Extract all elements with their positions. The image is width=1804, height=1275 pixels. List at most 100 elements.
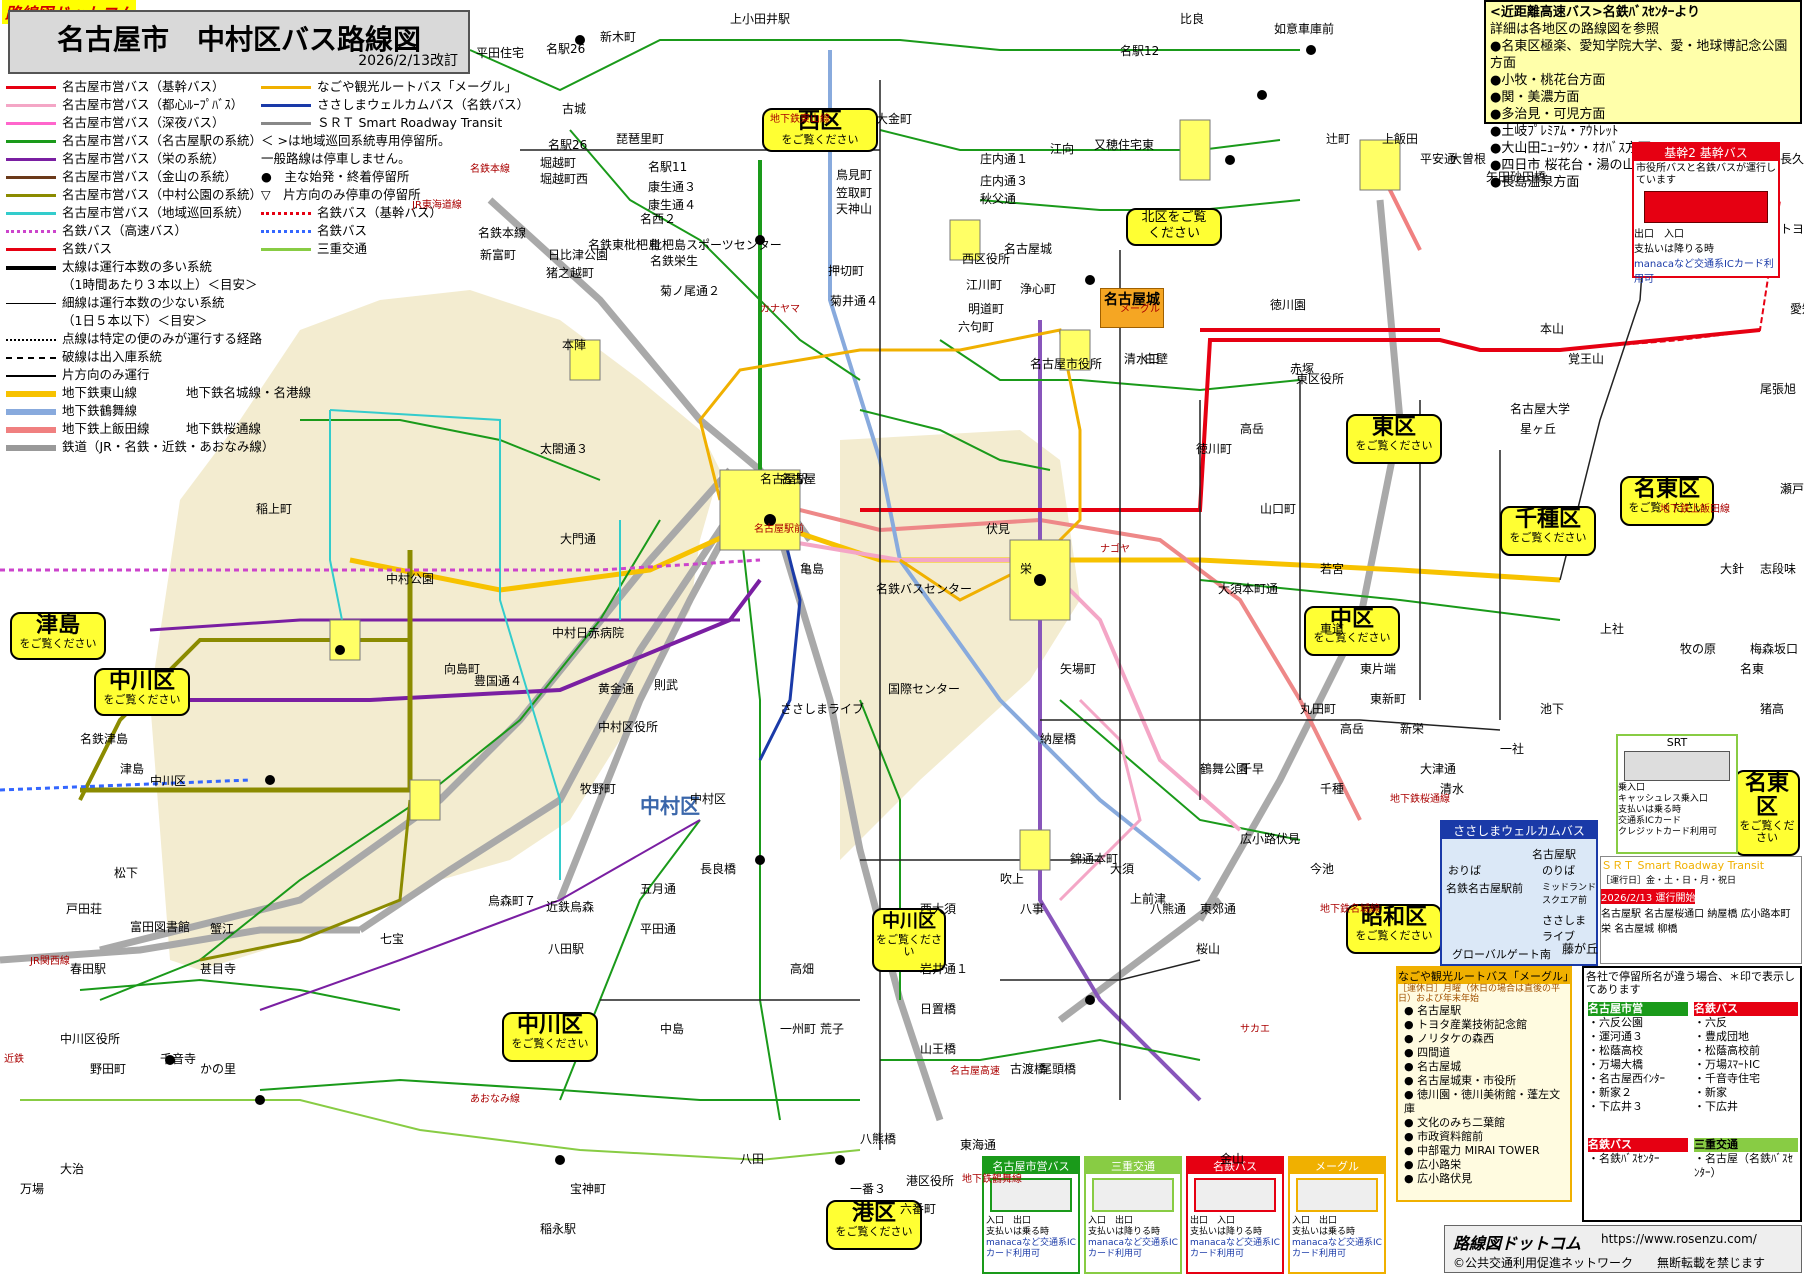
kikan-line2: 出口 入口 xyxy=(1634,229,1684,240)
bus-stop-label: 稲上町 xyxy=(256,502,293,516)
bus-stop-label: 平田住宅 xyxy=(476,46,525,60)
legend-swatch xyxy=(6,408,56,415)
ward-naka[interactable]: 中区をご覧ください xyxy=(1304,606,1400,656)
alias-item: ・名古屋西ｲﾝﾀｰ xyxy=(1588,1072,1665,1085)
srt-info-box: ＳＲＴ Smart Roadway Transit ［運行日］金・土・日・月・祝… xyxy=(1600,856,1802,964)
bus-stop-label: 八事 xyxy=(1020,902,1045,916)
nakamura-ward-area xyxy=(150,290,720,970)
bus-stop-label: 広小路伏見 xyxy=(1240,832,1301,846)
bus-stop-label: 上小田井駅 xyxy=(730,12,791,26)
bus-stop-label: 一番３ xyxy=(850,1182,887,1196)
legend-swatch xyxy=(6,104,56,107)
sasashima-route xyxy=(758,519,802,761)
ward-sub: をご覧ください xyxy=(1509,531,1587,544)
bus-stop-label: 新富町 xyxy=(480,248,517,262)
ward-nakagawa-2[interactable]: 中川区をご覧ください xyxy=(872,908,946,972)
meguru-stop: ● 徳川園・徳川美術館・蓬左文庫 xyxy=(1404,1088,1561,1115)
alias-item: ・万場ｽﾏｰﾄIC xyxy=(1694,1058,1760,1071)
legend-label: 三重交通 xyxy=(317,241,368,256)
bus-stop-label: 猪高 xyxy=(1760,702,1785,716)
aliases-col4-list: ・名古屋（名鉄ﾊﾞｽｾﾝﾀｰ） xyxy=(1694,1152,1798,1180)
legend-row: 名古屋市営バス（基幹バス）なごや観光ルートバス「メーグル」 xyxy=(6,78,526,96)
bus-stop-label: かの里 xyxy=(200,1062,237,1076)
legend-label: 名古屋市営バス（都心ﾙｰﾌﾟﾊﾞｽ） xyxy=(62,97,244,112)
ward-sub: をご覧ください xyxy=(876,933,942,958)
bus-stop-label: 堀越町西 xyxy=(540,172,589,186)
meguru-stop: ● トヨタ産業技術記念館 xyxy=(1404,1018,1528,1031)
meguru-stops: ● 名古屋駅● トヨタ産業技術記念館● ノリタケの森西● 四間道● 名古屋城● … xyxy=(1398,1004,1570,1186)
bus-stop-label: 東新町 xyxy=(1370,692,1407,706)
alias-item: ・豊成団地 xyxy=(1694,1030,1749,1043)
meijo-line xyxy=(1038,320,1202,1102)
meguru-stop: ● ノリタケの森西 xyxy=(1404,1032,1495,1045)
highway-header: <近距離高速バス>名鉄ﾊﾞｽｾﾝﾀｰより xyxy=(1490,5,1701,20)
legend-swatch xyxy=(6,158,56,161)
bus-stop-label: 笠取町 xyxy=(836,186,873,200)
bus-type-line: 入口 出口 xyxy=(986,1216,1032,1226)
legend-item: ● 主な始発・終着停留所 xyxy=(261,168,409,186)
legend-label: 一般路線は停車しません。 xyxy=(261,151,411,166)
bus-stop-label: 東区役所 xyxy=(1296,372,1345,386)
aliases-box: 各社で停留所名が違う場合、＊印で表示してあります 名古屋市営 ・六反公園・運河通… xyxy=(1582,966,1802,1222)
legend-swatch xyxy=(261,122,311,125)
bus-stop-label: 六句町 xyxy=(958,320,995,334)
ward-nishi[interactable]: 西区をご覧ください xyxy=(762,108,878,152)
bus-stop-label: 平田通 xyxy=(640,922,677,936)
bus-stop-label: 康生通４ xyxy=(648,198,697,212)
bus-stop-label: ささしまライブ xyxy=(780,702,865,716)
legend-note-row: （1日５本以下）＜目安＞ xyxy=(6,312,526,330)
bus-stop-label: 中川区 xyxy=(150,774,187,788)
bus-type-line: 支払いは降りる時 xyxy=(1190,1227,1263,1237)
aliases-col1-list: ・六反公園・運河通３・松蔭高校・万場大橋・名古屋西ｲﾝﾀｰ・新家２・下広井３ xyxy=(1588,1016,1688,1114)
aliases-col1: 名古屋市営 ・六反公園・運河通３・松蔭高校・万場大橋・名古屋西ｲﾝﾀｰ・新家２・… xyxy=(1588,1002,1688,1114)
legend-label: 名古屋市営バス（名古屋駅の系統） xyxy=(62,133,263,148)
alias-item: ・名古屋（名鉄ﾊﾞｽｾﾝﾀｰ） xyxy=(1694,1152,1793,1179)
bus-stop-label: 日置橋 xyxy=(920,1002,957,1016)
ward-higashi[interactable]: 東区をご覧ください xyxy=(1346,414,1442,464)
bus-stop-label: 浄心町 xyxy=(1020,282,1057,296)
bus-stop-label: 錦通本町 xyxy=(1070,852,1119,866)
ward-nakagawa-1[interactable]: 中川区をご覧ください xyxy=(94,668,190,716)
bus-stop-label: 八熊通 xyxy=(1150,902,1187,916)
legend-item: ＜ >は地域巡回系統専用停留所。 xyxy=(261,132,450,150)
legend-swatch xyxy=(261,104,311,107)
ward-tsushima[interactable]: 津島をご覧ください xyxy=(10,612,106,660)
legend-swatch xyxy=(6,194,56,197)
bus-type-line: 支払いは乗る時 xyxy=(986,1227,1050,1237)
ward-name: 中川区 xyxy=(108,669,175,694)
ward-sub: をご覧ください xyxy=(835,1225,913,1238)
highway-items: ●名東区極楽、愛知学院大学、愛・地球博記念公園方面●小牧・桃花台方面●関・美濃方… xyxy=(1490,38,1796,191)
ward-minato[interactable]: 港区をご覧ください xyxy=(826,1200,922,1250)
kikan-line4: manacaなど交通系ICカード利用可 xyxy=(1634,259,1774,285)
bus-stop-label: 砂田橋 xyxy=(1510,170,1547,184)
footer-url[interactable]: https://www.rosenzu.com/ xyxy=(1601,1232,1757,1246)
bus-stop-label: 名東 xyxy=(1740,662,1765,676)
highway-sub: 詳細は各地区の路線図を参照 xyxy=(1490,22,1660,37)
bus-stop-label: 天神山 xyxy=(836,202,873,216)
ward-kita[interactable]: 北区をご覧ください xyxy=(1126,208,1222,246)
aliases-col3-list: ・名鉄ﾊﾞｽｾﾝﾀｰ xyxy=(1588,1152,1688,1166)
bus-icon xyxy=(1092,1178,1174,1212)
bus-stop-label: 則武 xyxy=(654,678,679,692)
bus-stop-label: 蟹江 xyxy=(210,922,235,936)
legend-item: ▽ 片方向のみ停車の停留所 xyxy=(261,186,421,204)
legend-label: 名古屋市営バス（金山の系統） xyxy=(62,169,238,184)
bus-stop-label: 牧の原 xyxy=(1680,642,1717,656)
legend-item: 名古屋市営バス（金山の系統） xyxy=(6,169,237,184)
bus-type-title: 名古屋市営バス xyxy=(984,1158,1078,1174)
ward-nakagawa-3[interactable]: 中川区をご覧ください xyxy=(502,1012,598,1062)
map-note: 名鉄本線 xyxy=(470,164,510,175)
ward-name: 津島 xyxy=(35,613,80,638)
bus-stop-label: 江川町 xyxy=(966,278,1003,292)
legend-note: 地下鉄東山線 xyxy=(62,385,138,400)
srt-stop: 納屋橋 xyxy=(1707,909,1741,920)
ward-meito-2[interactable]: 名東区をご覧ください xyxy=(1734,770,1800,856)
ward-chikusa[interactable]: 千種区をご覧ください xyxy=(1500,506,1596,556)
ward-sub: をご覧ください xyxy=(1355,929,1433,942)
kikan-title: 基幹2 基幹バス xyxy=(1634,144,1778,161)
ward-meito[interactable]: 名東区をご覧ください xyxy=(1620,476,1714,526)
ward-showa[interactable]: 昭和区をご覧ください xyxy=(1346,904,1442,954)
bus-stop-label: 向島町 xyxy=(444,662,481,676)
legend-item: ＳＲＴ Smart Roadway Transit xyxy=(261,114,502,132)
srt-stop: 名古屋駅 xyxy=(1601,909,1645,920)
